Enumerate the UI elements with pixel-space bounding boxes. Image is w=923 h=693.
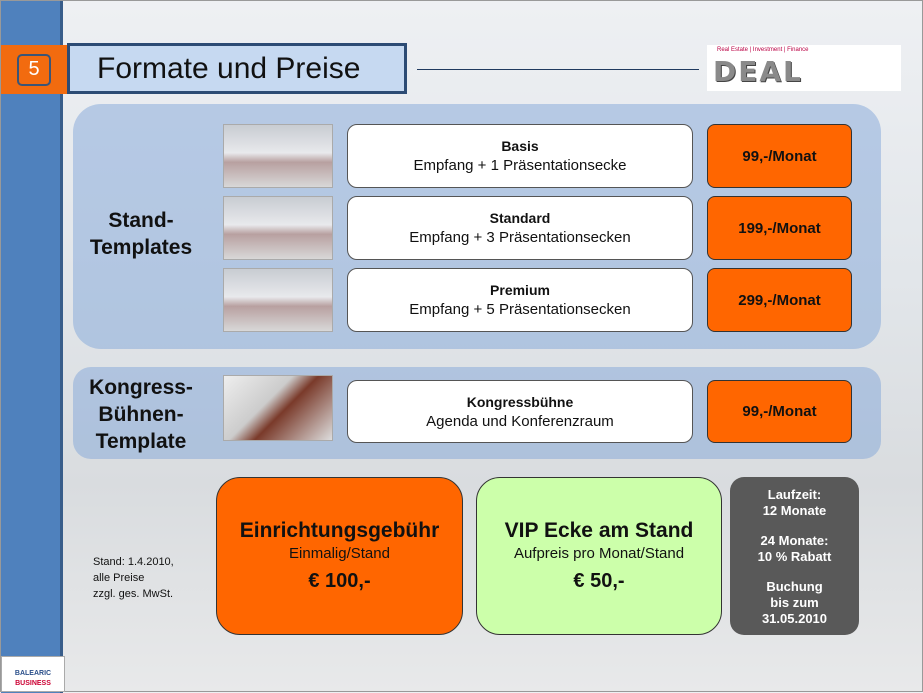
kongress-label: Kongress-Bühnen-Template (89, 376, 193, 453)
basis-price: 99,-/Monat (707, 124, 852, 188)
basis-stand-image (223, 124, 333, 188)
premium-stand-image (223, 268, 333, 332)
standard-stand-image (223, 196, 333, 260)
logo-tagline: Real Estate | Investment | Finance (717, 47, 809, 53)
kongress-image (223, 375, 333, 441)
deal-logo: Real Estate | Investment | Finance DEAL (707, 45, 901, 91)
standard-price: 199,-/Monat (707, 196, 852, 260)
premium-price: 299,-/Monat (707, 268, 852, 332)
slide-number: 5 (17, 53, 51, 86)
logo-name: DEAL (713, 55, 803, 88)
slide-number-badge: 5 (1, 45, 67, 94)
stand-templates-label: Stand-Templates (89, 209, 193, 259)
slide-title: Formate und Preise (67, 43, 407, 94)
kongress-price: 99,-/Monat (707, 380, 852, 443)
title-divider (417, 69, 699, 70)
sidebar-bar (1, 1, 63, 693)
terms-box: Laufzeit:12 Monate 24 Monate:10 % Rabatt… (730, 477, 859, 635)
